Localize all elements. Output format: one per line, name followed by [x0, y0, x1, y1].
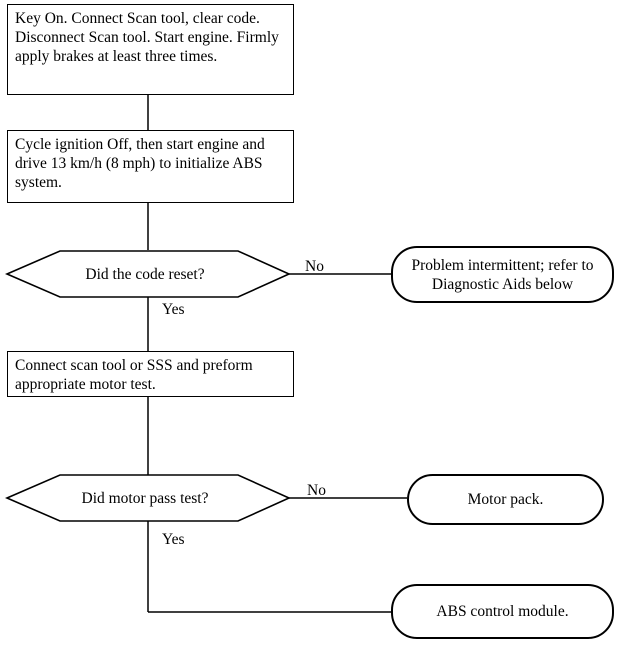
- step-text-cycle-ignition: Cycle ignition Off, then start engine an…: [15, 136, 265, 191]
- edge-label-yes-1: Yes: [162, 301, 185, 318]
- step-box-motor-test: Connect scan tool or SSS and preform app…: [7, 351, 294, 397]
- outcome-abs-module: ABS control module.: [391, 584, 614, 639]
- decision-shape-code-reset: [4, 250, 291, 298]
- decision-label-code-reset: Did the code reset?: [85, 266, 205, 283]
- outcome-text-intermittent: Problem intermittent; refer to Diagnosti…: [411, 256, 594, 293]
- step-box-cycle-ignition: Cycle ignition Off, then start engine an…: [7, 130, 294, 203]
- outcome-text-motor-pack: Motor pack.: [467, 491, 544, 508]
- step-text-key-on: Key On. Connect Scan tool, clear code. D…: [15, 10, 279, 65]
- decision-label-motor-pass: Did motor pass test?: [81, 490, 209, 507]
- outcome-intermittent: Problem intermittent; refer to Diagnosti…: [391, 246, 614, 303]
- edge-label-no-2: No: [307, 482, 326, 499]
- step-box-key-on: Key On. Connect Scan tool, clear code. D…: [7, 4, 294, 95]
- step-text-motor-test: Connect scan tool or SSS and preform app…: [15, 357, 253, 393]
- outcome-text-abs-module: ABS control module.: [436, 603, 569, 620]
- edge-label-yes-2: Yes: [162, 531, 185, 548]
- outcome-motor-pack: Motor pack.: [407, 474, 604, 525]
- edge-label-no-1: No: [305, 258, 324, 275]
- decision-shape-motor-pass: [4, 474, 291, 522]
